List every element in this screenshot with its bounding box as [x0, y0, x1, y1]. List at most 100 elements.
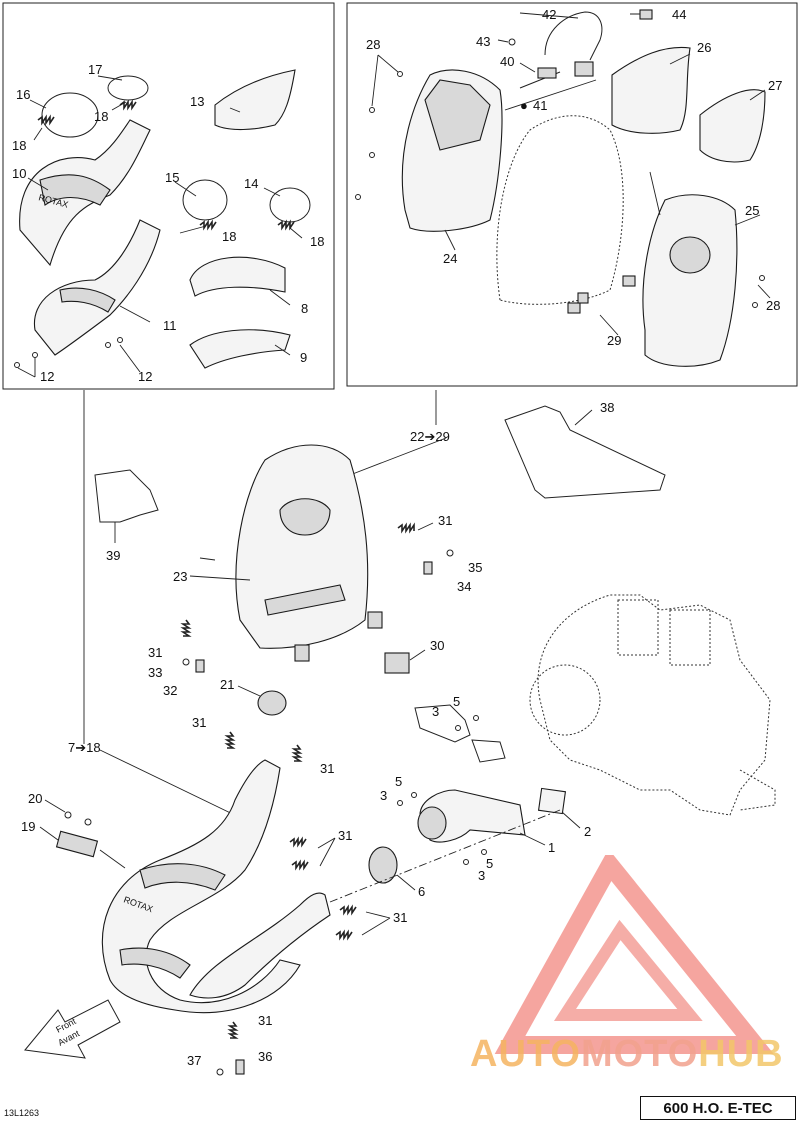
spring-18b: [119, 99, 137, 111]
spring-18c: [199, 219, 217, 231]
muffler-strap-23: [264, 584, 346, 616]
spring-31i: [227, 1021, 239, 1039]
half-shell-9: [189, 329, 291, 369]
seal-ring-6: [368, 846, 398, 884]
drawing-code: 13L1263: [4, 1108, 40, 1118]
callout-31c: 31: [192, 715, 206, 730]
connector-40: [574, 61, 594, 77]
fastener-28c: [369, 152, 375, 158]
engine-outline: [537, 594, 771, 816]
muffler-inner-24: [424, 79, 491, 151]
callout-42: 42: [542, 7, 556, 22]
callout-5a: 5: [453, 694, 460, 709]
callout-31b: 31: [148, 645, 162, 660]
callout-15: 15: [165, 170, 179, 185]
leader-lines-left: [17, 75, 303, 378]
muffler-port-25: [669, 236, 711, 274]
callout-12a: 12: [40, 369, 54, 384]
watermark-logo: AUTOMOTOHUB: [470, 848, 800, 1085]
muffler-assembly-inset: [355, 9, 771, 367]
reference-group-7-18: 7➔18: [68, 740, 101, 755]
spring-31e: [289, 836, 307, 848]
shield-39: [94, 469, 159, 523]
callout-17: 17: [88, 62, 102, 77]
bracket-19: [55, 830, 99, 858]
bracket-36: [235, 1059, 245, 1075]
front-arrow-shape: [24, 999, 121, 1059]
manifold-port-1: [417, 806, 447, 840]
bracket-plate: [414, 704, 471, 743]
callout-8: 8: [301, 301, 308, 316]
stud-12c: [105, 342, 111, 348]
callout-24: 24: [443, 251, 457, 266]
callout-32: 32: [163, 683, 177, 698]
inset-frame-left: [2, 2, 335, 390]
spring-31g: [339, 904, 357, 916]
muffler-outlet-23: [279, 498, 331, 536]
spring-31c: [224, 731, 236, 749]
bracket-34: [423, 561, 433, 575]
pipe-band-10: [39, 174, 111, 206]
leader-23: [189, 557, 251, 581]
callout-31e: 31: [338, 828, 352, 843]
callout-3c: 3: [478, 868, 485, 883]
fastener-28e: [759, 275, 765, 281]
watermark-triangle-icon: [494, 848, 774, 1054]
spring-18d: [277, 219, 295, 231]
watermark-inner-triangle: [553, 919, 703, 1021]
ring-15: [182, 179, 228, 221]
callout-27: 27: [768, 78, 782, 93]
gasket-27: [699, 89, 766, 163]
muffler-bracket-23: [294, 644, 310, 662]
muffler-center-dotted: [496, 115, 624, 305]
spring-31a: [397, 522, 415, 534]
callout-40: 40: [500, 54, 514, 69]
tuned-pipe-main: [101, 759, 301, 1014]
leader-31ef: [317, 837, 336, 867]
engine-cylinder-b: [669, 609, 711, 666]
centerline: [329, 809, 561, 903]
callout-9: 9: [300, 350, 307, 365]
muffler-half-25: [642, 194, 738, 367]
callout-3a: 3: [432, 704, 439, 719]
tuned-pipe-tail: [189, 892, 331, 999]
fastener-28f: [752, 302, 758, 308]
hose-42: [544, 11, 603, 61]
bolt-3c: [463, 859, 469, 865]
callout-41-drop-icon: ●: [520, 98, 528, 113]
spring-31b: [180, 619, 192, 637]
leader-2: [561, 811, 581, 829]
callout-30: 30: [430, 638, 444, 653]
muffler-23: [235, 444, 369, 649]
callout-19: 19: [21, 819, 35, 834]
bolt-5c: [481, 849, 487, 855]
model-label: 600 H.O. E-TEC: [640, 1096, 796, 1120]
engine-shaft: [739, 769, 776, 811]
callout-18b: 18: [12, 138, 26, 153]
fastener-28d: [355, 194, 361, 200]
front-direction-arrow: Front Avant: [24, 999, 121, 1059]
callout-18a: 18: [94, 109, 108, 124]
bolt-3b: [397, 800, 403, 806]
callout-26: 26: [697, 40, 711, 55]
watermark-word-auto: AUTO: [470, 1033, 581, 1075]
gasket-plate: [471, 739, 506, 763]
connector-30: [384, 652, 410, 674]
leader-1: [519, 832, 546, 846]
callout-44: 44: [672, 7, 686, 22]
callout-31a: 31: [438, 513, 452, 528]
callout-16: 16: [16, 87, 30, 102]
callout-1: 1: [548, 840, 555, 855]
callout-20: 20: [28, 791, 42, 806]
callout-5b: 5: [395, 774, 402, 789]
watermark-word-moto: MOTO: [580, 1033, 699, 1075]
gasket-26: [611, 46, 691, 134]
pipe-band-main-b: [119, 947, 191, 979]
clip-29c: [577, 292, 589, 304]
gasket-2: [537, 787, 567, 815]
callout-39: 39: [106, 548, 120, 563]
fastener-28b: [369, 107, 375, 113]
callout-29: 29: [607, 333, 621, 348]
nut-37: [216, 1068, 224, 1076]
